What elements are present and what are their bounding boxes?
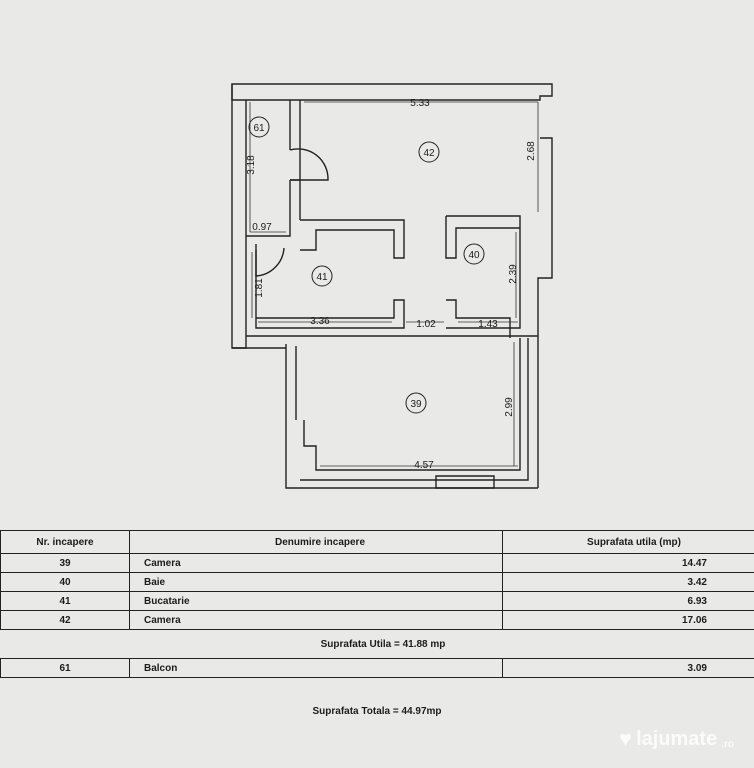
watermark-logo: ♥ lajumate .ro [619,726,734,752]
dim-label: 3.18 [246,155,257,175]
table-row: 39 Camera 14.47 [0,553,754,573]
useful-area-summary: Suprafata Utila = 41.88 mp [0,629,754,659]
table-row: 42 Camera 17.06 [0,610,754,630]
header-area: Suprafata utila (mp) [502,530,754,554]
dim-label: 1.43 [478,319,498,330]
table-row: 61 Balcon 3.09 [0,658,754,678]
floor-plan: 5.33 3.18 2.68 0.97 1.81 2.39 3.36 1.02 … [231,83,553,489]
dim-label: 5.33 [410,98,430,109]
table-row: 40 Baie 3.42 [0,572,754,592]
dim-label: 2.68 [526,141,537,161]
dim-label: 1.81 [254,278,265,298]
cell-nr: 40 [0,572,130,592]
dim-label: 2.39 [508,264,519,284]
dim-label: 0.97 [252,222,272,233]
outer-walls [231,83,553,489]
room-number: 41 [316,272,328,283]
dim-label: 4.57 [414,460,434,471]
door-swings [255,148,329,277]
room-number: 61 [253,123,265,134]
summary-row: Suprafata Utila = 41.88 mp [0,629,754,659]
room-markers: 61 42 41 40 39 [248,116,485,414]
cell-area: 6.93 [502,591,754,611]
dim-label: 3.36 [310,316,330,327]
cell-area: 3.42 [502,572,754,592]
watermark-suffix: .ro [721,738,734,750]
header-name: Denumire incapere [129,530,503,554]
cell-name: Camera [129,553,503,573]
cell-area: 3.09 [502,658,754,678]
dimension-lines [249,101,539,467]
room-number: 40 [468,250,480,261]
dim-label: 1.02 [416,319,436,330]
header-nr: Nr. incapere [0,530,130,554]
cell-nr: 39 [0,553,130,573]
room-number: 42 [423,148,435,159]
cell-name: Camera [129,610,503,630]
table-header-row: Nr. incapere Denumire incapere Suprafata… [0,530,754,554]
watermark-text: lajumate [636,727,718,750]
cell-nr: 42 [0,610,130,630]
dim-label: 2.99 [504,397,515,417]
table-row: 41 Bucatarie 6.93 [0,591,754,611]
cell-area: 17.06 [502,610,754,630]
cell-nr: 61 [0,658,130,678]
cell-name: Bucatarie [129,591,503,611]
cell-name: Balcon [129,658,503,678]
rooms-table: Nr. incapere Denumire incapere Suprafata… [0,530,754,678]
cell-name: Baie [129,572,503,592]
room-number: 39 [410,399,422,410]
cell-nr: 41 [0,591,130,611]
total-area-summary: Suprafata Totala = 44.97mp [312,706,442,717]
heart-check-icon: ♥ [619,726,633,751]
cell-area: 14.47 [502,553,754,573]
dimension-labels: 5.33 3.18 2.68 0.97 1.81 2.39 3.36 1.02 … [246,98,537,471]
